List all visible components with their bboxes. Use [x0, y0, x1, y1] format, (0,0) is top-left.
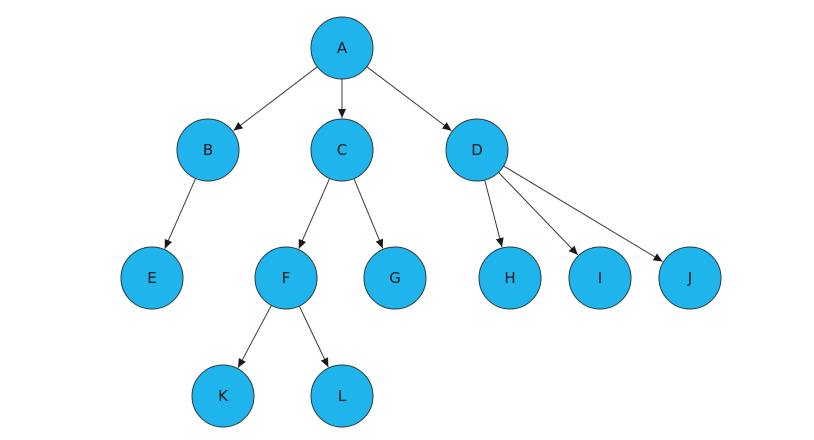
edge-d-h	[484, 179, 504, 248]
node-k: K	[191, 364, 255, 428]
node-label-j: J	[687, 269, 692, 287]
node-e: E	[120, 246, 184, 310]
node-label-g: G	[389, 269, 401, 287]
node-label-i: I	[598, 269, 602, 287]
node-i: I	[568, 246, 632, 310]
node-circle-l	[310, 364, 374, 428]
edge-a-d	[366, 66, 452, 132]
node-label-k: K	[218, 387, 229, 405]
node-g: G	[363, 246, 427, 310]
edge-d-j	[503, 165, 663, 262]
node-circle-j	[658, 246, 722, 310]
node-h: H	[478, 246, 542, 310]
node-label-e: E	[147, 269, 156, 287]
edge-c-f	[298, 178, 331, 249]
node-label-f: F	[282, 269, 291, 287]
node-circle-b	[176, 118, 240, 182]
node-circle-h	[478, 246, 542, 310]
edges-layer	[164, 66, 663, 369]
node-label-b: B	[203, 141, 213, 159]
node-circle-a	[310, 16, 374, 80]
node-circle-d	[445, 118, 509, 182]
nodes-layer: A B C D E F G H I J K L	[120, 16, 722, 428]
edge-d-i	[498, 172, 579, 256]
edge-f-k	[237, 305, 272, 369]
node-l: L	[310, 364, 374, 428]
edge-a-b	[233, 66, 318, 131]
node-label-h: H	[504, 269, 515, 287]
node-label-l: L	[338, 387, 347, 405]
edge-c-g	[353, 178, 384, 249]
node-label-c: C	[337, 141, 347, 159]
node-f: F	[254, 246, 318, 310]
node-a: A	[310, 16, 374, 80]
edge-b-e	[164, 178, 197, 249]
node-circle-e	[120, 246, 184, 310]
node-circle-c	[310, 118, 374, 182]
node-c: C	[310, 118, 374, 182]
node-circle-i	[568, 246, 632, 310]
node-circle-g	[363, 246, 427, 310]
node-j: J	[658, 246, 722, 310]
node-circle-f	[254, 246, 318, 310]
node-label-d: D	[471, 141, 483, 159]
node-b: B	[176, 118, 240, 182]
node-d: D	[445, 118, 509, 182]
node-circle-k	[191, 364, 255, 428]
edge-f-l	[298, 305, 329, 368]
node-label-a: A	[337, 39, 348, 57]
